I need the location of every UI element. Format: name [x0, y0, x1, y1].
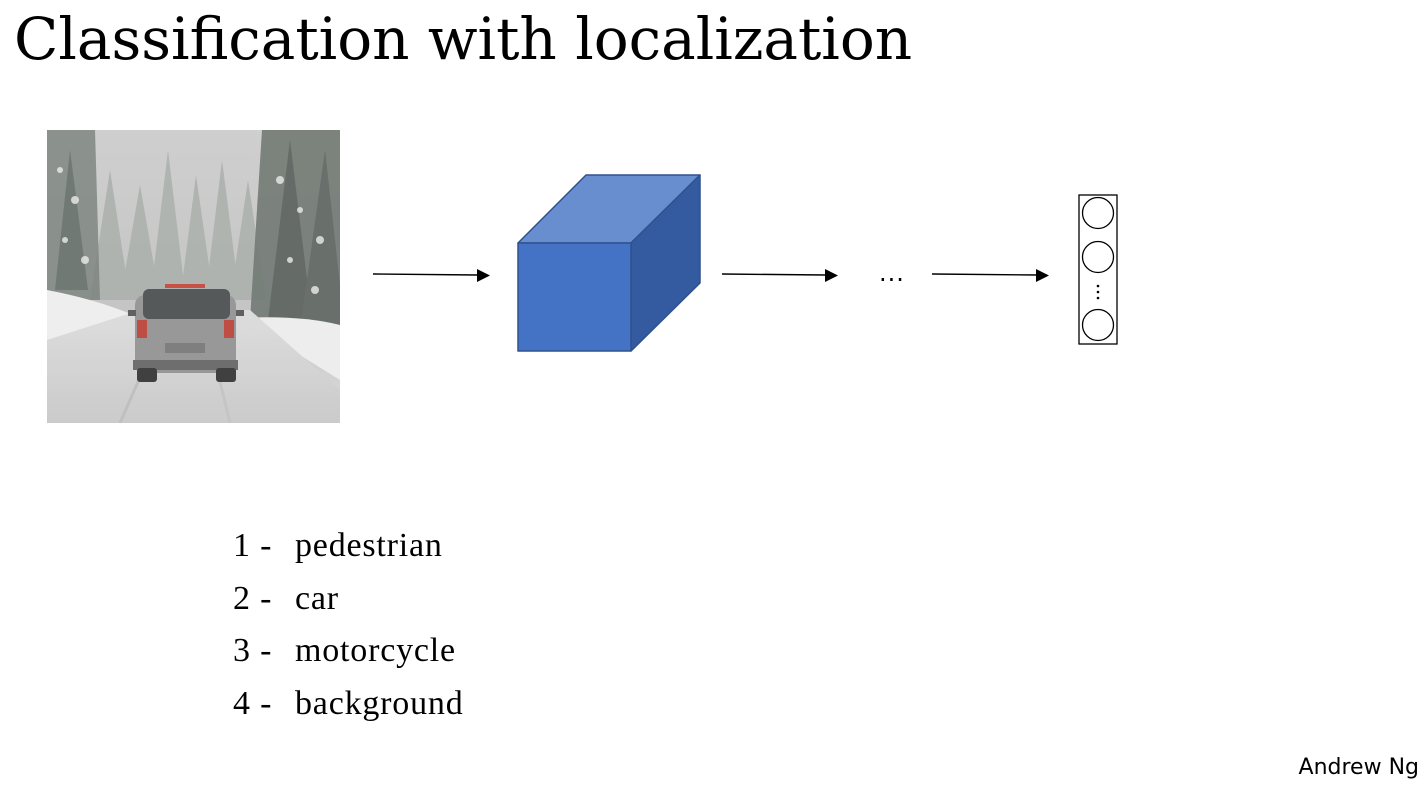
- arrow-ellipsis-to-output: [931, 269, 1049, 282]
- class-number: 4 -: [233, 685, 273, 723]
- class-label: car: [295, 579, 339, 617]
- input-image: [47, 130, 340, 423]
- class-label: pedestrian: [295, 527, 443, 564]
- class-item: 4 - background: [233, 678, 464, 731]
- class-number: 2 -: [233, 579, 273, 617]
- cnn-cube: [517, 174, 701, 352]
- output-unit: [1081, 308, 1115, 342]
- class-number: 3 -: [233, 632, 273, 670]
- arrow-image-to-cnn: [372, 269, 490, 282]
- output-unit: [1081, 196, 1115, 230]
- slide-title: Classification with localization: [14, 5, 913, 73]
- class-list: 1 - pedestrian 2 - car 3 - motorcycle 4 - backg…: [233, 520, 464, 731]
- output-layer: [1078, 194, 1118, 345]
- class-item: 2 - car: [233, 573, 464, 626]
- class-number: 1 -: [233, 527, 273, 564]
- ellipsis: ...: [879, 259, 905, 287]
- suv: [128, 284, 244, 382]
- author-credit: Andrew Ng: [1298, 755, 1419, 780]
- arrow-cnn-to-ellipsis: [721, 269, 838, 282]
- output-unit: [1081, 240, 1115, 274]
- class-label: motorcycle: [295, 632, 456, 670]
- vertical-ellipsis: [1096, 284, 1100, 300]
- class-item: 3 - motorcycle: [233, 625, 464, 678]
- class-item: 1 - pedestrian: [233, 520, 464, 573]
- class-label: background: [295, 685, 464, 723]
